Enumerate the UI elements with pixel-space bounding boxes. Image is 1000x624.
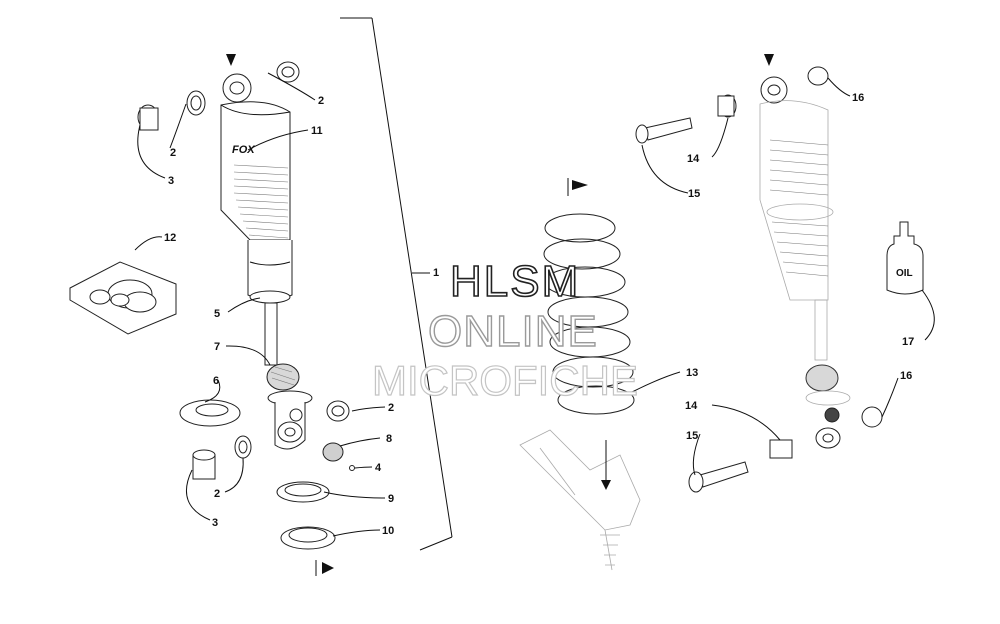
oil-bottle xyxy=(886,221,924,295)
callout-10: 10 xyxy=(382,525,394,537)
callout-8: 8 xyxy=(386,433,392,445)
callout-2: 2 xyxy=(170,147,176,159)
callout-labels: 1 2 2 2 2 3 3 4 5 6 7 8 9 10 11 12 13 14… xyxy=(164,92,914,537)
callout-11: 11 xyxy=(311,125,323,137)
callout-14: 14 xyxy=(685,400,698,412)
center-spring xyxy=(519,178,681,571)
oil-bottle-label: OIL xyxy=(896,268,913,279)
bump-stop xyxy=(266,363,300,391)
top-arrow-left xyxy=(226,54,236,66)
callout-4: 4 xyxy=(375,462,382,474)
callout-12: 12 xyxy=(164,232,176,244)
callout-2: 2 xyxy=(388,402,394,414)
shock-body xyxy=(220,101,291,241)
a-arm xyxy=(519,429,641,531)
callout-7: 7 xyxy=(214,341,220,353)
watermark: HLSM ONLINE MICROFICHE xyxy=(371,256,638,404)
callout-15: 15 xyxy=(688,188,700,200)
bottom-arrow-left xyxy=(322,562,334,574)
spacer xyxy=(769,439,793,459)
flange-nut xyxy=(807,66,829,86)
top-arrow-right xyxy=(764,54,774,66)
shock-logo: FOX xyxy=(232,144,255,156)
left-shock-assembly: FOX xyxy=(69,54,386,576)
watermark-line-2: ONLINE xyxy=(428,307,598,356)
callout-14: 14 xyxy=(687,153,700,165)
callout-15: 15 xyxy=(686,430,698,442)
callout-16: 16 xyxy=(900,370,912,382)
watermark-line-1: HLSM xyxy=(450,257,580,306)
bolt xyxy=(644,117,693,141)
callout-2: 2 xyxy=(318,95,324,107)
shock-body-right xyxy=(759,100,829,301)
callout-16: 16 xyxy=(852,92,864,104)
spring-arrow xyxy=(572,180,588,190)
adjuster-knob xyxy=(322,442,344,462)
right-shock-assembly: OIL xyxy=(635,54,935,493)
shock-shaft xyxy=(264,302,278,366)
callout-9: 9 xyxy=(388,493,394,505)
callout-3: 3 xyxy=(168,175,174,187)
assembly-bracket xyxy=(340,17,453,551)
callout-3: 3 xyxy=(212,517,218,529)
callout-13: 13 xyxy=(686,367,698,379)
callout-17: 17 xyxy=(902,336,914,348)
callout-6: 6 xyxy=(213,375,219,387)
callout-1: 1 xyxy=(433,267,439,279)
watermark-line-3: MICROFICHE xyxy=(372,357,638,404)
bolt xyxy=(699,461,749,488)
flange-nut xyxy=(861,406,883,428)
callout-2: 2 xyxy=(214,488,220,500)
callout-5: 5 xyxy=(214,308,220,320)
